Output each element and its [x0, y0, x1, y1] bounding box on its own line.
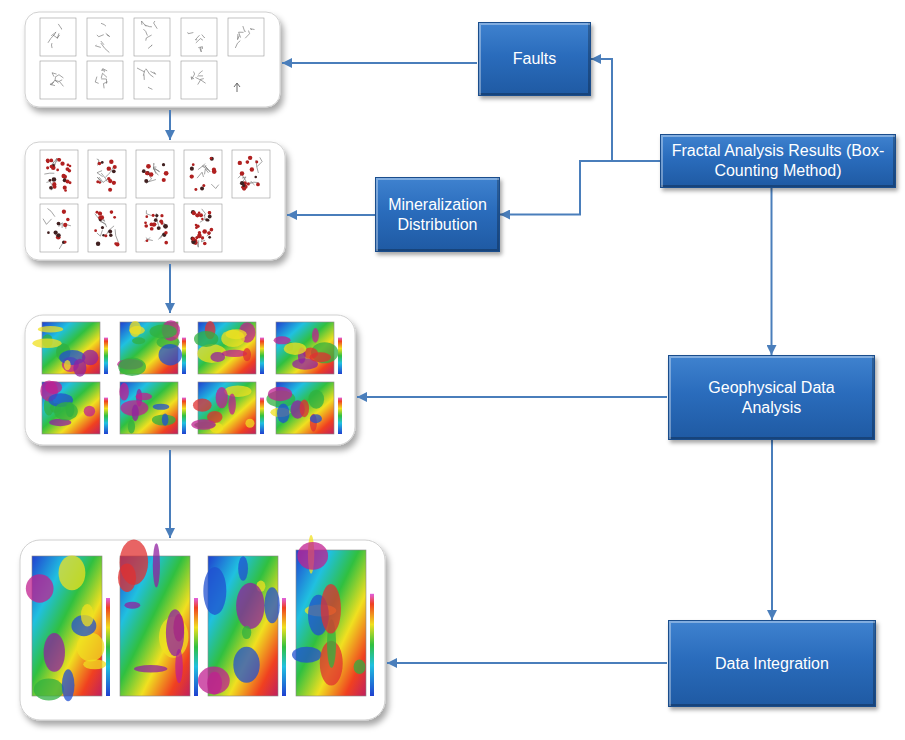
- process-box: Data Integration: [668, 620, 876, 707]
- map-thumbnail: [117, 320, 186, 376]
- map-thumbnail: [184, 204, 222, 252]
- map-thumbnail: [40, 204, 78, 252]
- map-thumbnail: [136, 204, 174, 252]
- flow-connector: [500, 161, 660, 215]
- map-thumbnail: [40, 61, 76, 99]
- map-thumbnail: [274, 322, 342, 374]
- map-thumbnail: [32, 322, 108, 377]
- flow-connector: [591, 59, 660, 161]
- flow-connector: [771, 440, 773, 620]
- map-thumbnail: [136, 150, 174, 198]
- map-thumbnail: [87, 18, 123, 56]
- map-thumbnail: [191, 382, 264, 434]
- process-box: Fractal Analysis Results (Box-Counting M…: [660, 134, 896, 188]
- flow-arrows: [170, 63, 667, 663]
- map-thumbnail: [198, 556, 286, 696]
- box-label: Geophysical Data Analysis: [679, 378, 864, 418]
- map-panels: [20, 12, 385, 720]
- map-thumbnail: [88, 150, 126, 198]
- box-label: Mineralization Distribution: [386, 195, 489, 235]
- box-label: Data Integration: [715, 654, 829, 674]
- map-thumbnail: [228, 18, 264, 56]
- map-thumbnail: [26, 556, 110, 702]
- map-thumbnails: [26, 18, 374, 701]
- map-thumbnail: [292, 535, 374, 696]
- map-thumbnail: [134, 18, 170, 56]
- map-thumbnail: [232, 150, 270, 198]
- process-box: Faults: [478, 22, 591, 96]
- map-thumbnail: [119, 382, 186, 434]
- map-thumbnail: [134, 61, 170, 99]
- map-thumbnail: [181, 18, 217, 56]
- map-thumbnail: [40, 380, 108, 434]
- map-thumbnail: [40, 18, 76, 56]
- map-thumbnail: [194, 321, 264, 374]
- map-thumbnail: [87, 61, 123, 99]
- map-thumbnail: [118, 539, 198, 696]
- map-thumbnail: [88, 204, 126, 252]
- map-thumbnail: [266, 382, 342, 434]
- map-thumbnail: [40, 150, 78, 198]
- map-thumbnail: [181, 61, 217, 99]
- box-label: Faults: [513, 49, 557, 69]
- box-label: Fractal Analysis Results (Box-Counting M…: [671, 141, 885, 181]
- map-thumbnail: [184, 150, 222, 198]
- flow-connector: [771, 188, 773, 355]
- process-box: Mineralization Distribution: [375, 177, 500, 252]
- process-box: Geophysical Data Analysis: [668, 355, 875, 440]
